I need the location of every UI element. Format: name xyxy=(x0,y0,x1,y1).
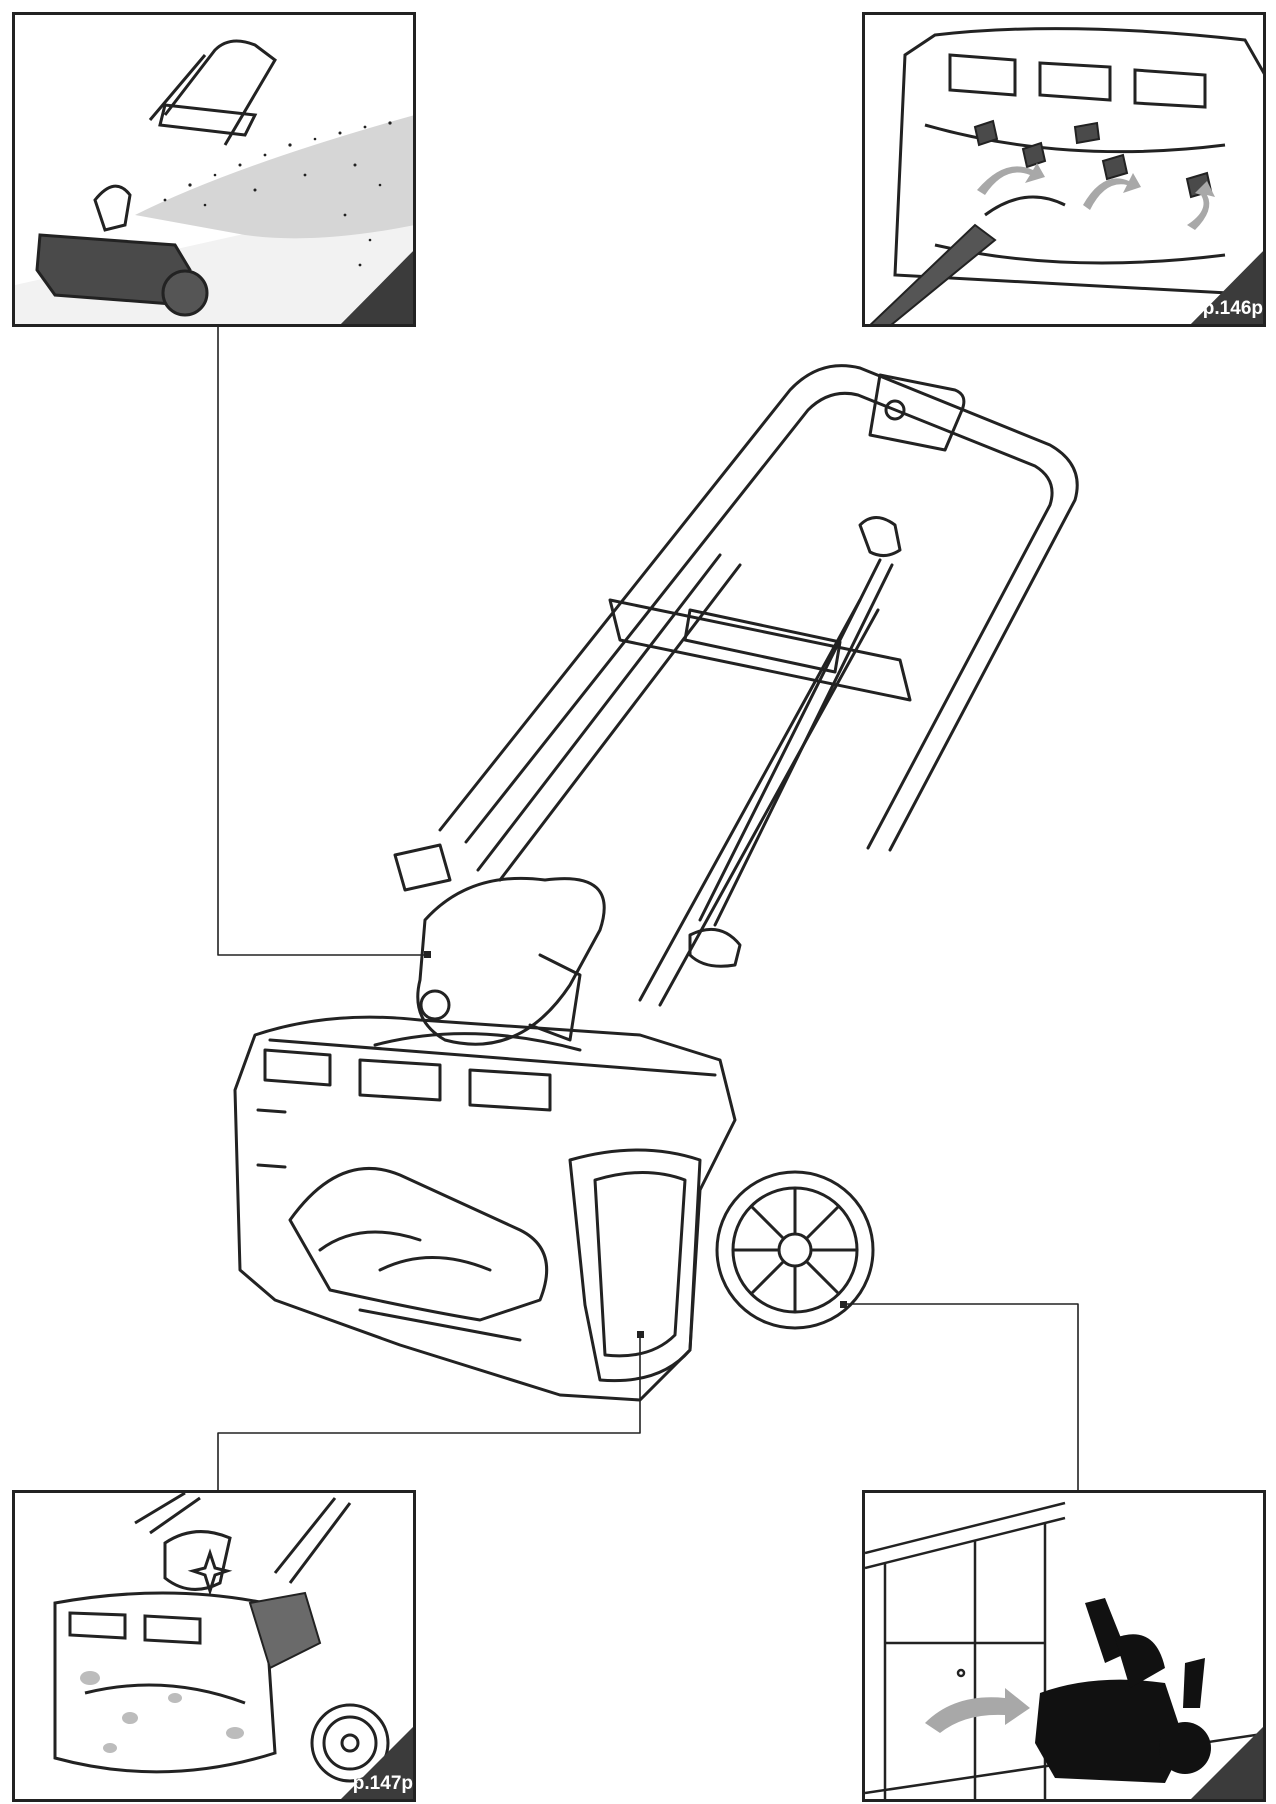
page-reference-label: p.146p xyxy=(1202,298,1263,319)
panel-storage xyxy=(862,1490,1266,1802)
callout-markers xyxy=(424,951,847,1338)
panel-snow-throwing xyxy=(12,12,416,327)
snow-throwing-illustration xyxy=(15,39,413,324)
auger-housing xyxy=(233,1015,875,1402)
handle-frame xyxy=(438,364,1079,1007)
storage-illustration xyxy=(865,1501,1263,1799)
page-reference-label: p.147p xyxy=(352,1773,413,1794)
callout-lines xyxy=(217,321,1079,1491)
cleaning-illustration xyxy=(53,1493,413,1799)
panel-cleaning: p.147p xyxy=(12,1490,416,1802)
panel-auger-bolts: p.146p xyxy=(862,12,1266,327)
auger-bolts-illustration xyxy=(869,27,1263,324)
discharge-chute xyxy=(393,843,606,1046)
